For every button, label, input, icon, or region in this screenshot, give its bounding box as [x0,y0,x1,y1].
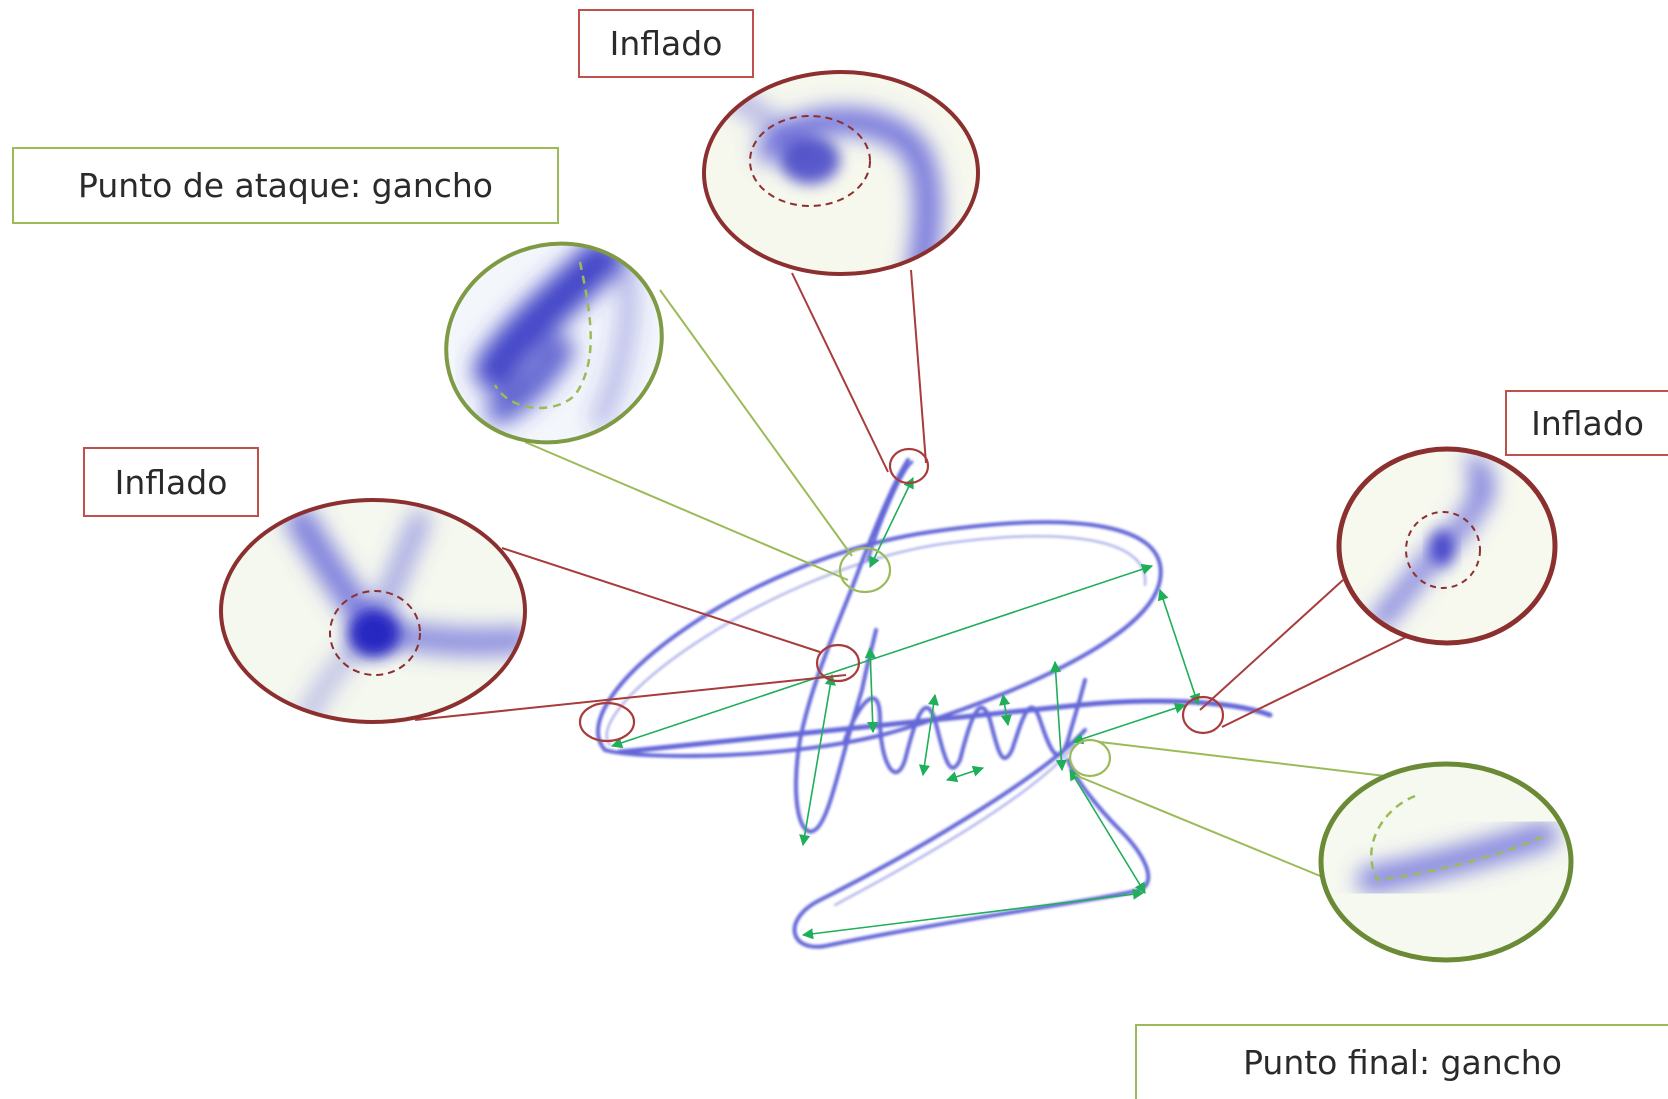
arrow [870,648,873,732]
arrow [612,566,1152,746]
label-inflado-top: Inflado [578,9,754,78]
label-punto-ataque: Punto de ataque: gancho [12,147,559,224]
label-inflado-right: Inflado [1505,390,1668,456]
arrow [1073,705,1185,742]
magnifier-inflado-right [1339,449,1555,643]
magnifier-final [1321,764,1571,960]
marker-final [1070,740,1110,776]
signature-top-stroke [796,460,908,832]
magnifier-inflado-left [221,500,525,730]
label-inflado-left: Inflado [83,447,259,517]
magnifier-ataque [418,214,690,473]
arrow [1160,590,1198,704]
marker-circles [580,449,1223,776]
label-punto-final: Punto final: gancho [1135,1024,1668,1099]
magnifier-inflado-top [704,72,978,300]
arrow [803,675,832,845]
arrow [803,893,1143,935]
